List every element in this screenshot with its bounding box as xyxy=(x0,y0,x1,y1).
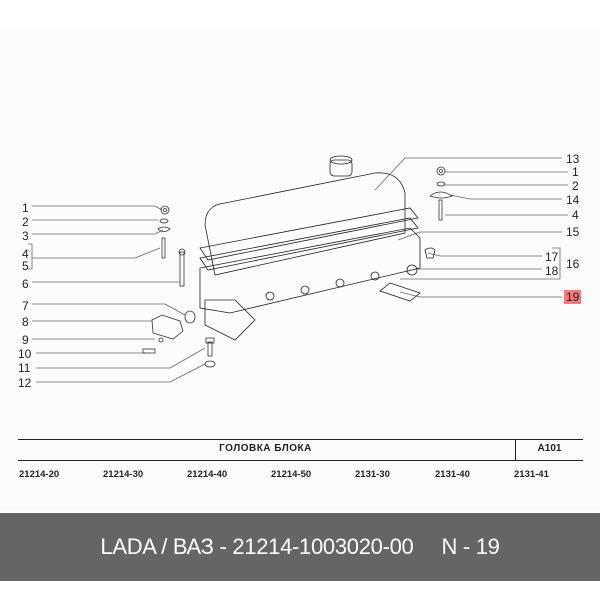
callout-1-right[interactable]: 1 xyxy=(572,165,579,179)
callout-6-left[interactable]: 6 xyxy=(22,277,29,291)
model-item: 21214-50 xyxy=(271,469,312,480)
callout-14-right[interactable]: 14 xyxy=(566,193,580,207)
callout-2-left[interactable]: 2 xyxy=(22,215,29,229)
title-divider xyxy=(515,440,516,460)
callout-12-left[interactable]: 12 xyxy=(18,376,32,390)
callout-8-left[interactable]: 8 xyxy=(22,315,29,329)
left-leader-lines xyxy=(28,205,206,383)
callout-17-right[interactable]: 17 xyxy=(545,250,559,264)
assembly-title: ГОЛОВКА БЛОКА xyxy=(219,443,312,454)
model-item: 21214-30 xyxy=(103,469,144,480)
callout-10-left[interactable]: 10 xyxy=(18,347,32,361)
title-block: ГОЛОВКА БЛОКА A101 xyxy=(18,439,583,461)
callout-16-right[interactable]: 16 xyxy=(566,257,580,271)
position-number: N - 19 xyxy=(441,534,500,559)
cylinder-head-body xyxy=(199,155,436,341)
callout-1-left[interactable]: 1 xyxy=(22,201,29,215)
callout-13-right[interactable]: 13 xyxy=(566,152,580,166)
model-item: 21214-40 xyxy=(187,469,228,480)
model-item: 21214-20 xyxy=(19,469,60,480)
callout-2-right[interactable]: 2 xyxy=(572,179,579,193)
model-item: 2131-30 xyxy=(355,469,390,480)
applicable-models: 21214-20 21214-30 21214-40 21214-50 2131… xyxy=(19,469,584,483)
callout-7-left[interactable]: 7 xyxy=(22,299,29,313)
callout-9-left[interactable]: 9 xyxy=(22,333,29,347)
callout-11-left[interactable]: 11 xyxy=(18,361,31,375)
callout-4-right[interactable]: 4 xyxy=(572,208,579,222)
right-leader-lines xyxy=(374,157,568,298)
part-number: 21214-1003020-00 xyxy=(232,534,414,559)
callout-3-left[interactable]: 3 xyxy=(22,229,29,243)
brand-separator: - xyxy=(213,534,233,559)
callout-15-right[interactable]: 15 xyxy=(566,225,580,239)
part-info-banner: LADA / ВАЗ - 21214-1003020-00 N - 19 xyxy=(0,513,600,581)
brand-label: LADA / ВАЗ xyxy=(100,534,214,559)
assembly-code: A101 xyxy=(537,443,562,454)
small-parts-right xyxy=(429,166,453,221)
small-parts-left xyxy=(142,205,216,368)
callout-4-left[interactable]: 4 xyxy=(22,247,29,261)
model-item: 2131-41 xyxy=(514,469,549,480)
model-item: 2131-40 xyxy=(435,469,470,480)
callout-19-highlighted[interactable]: 19 xyxy=(564,290,582,304)
callout-18-right[interactable]: 18 xyxy=(545,264,559,278)
callout-5-left[interactable]: 5 xyxy=(22,259,29,273)
